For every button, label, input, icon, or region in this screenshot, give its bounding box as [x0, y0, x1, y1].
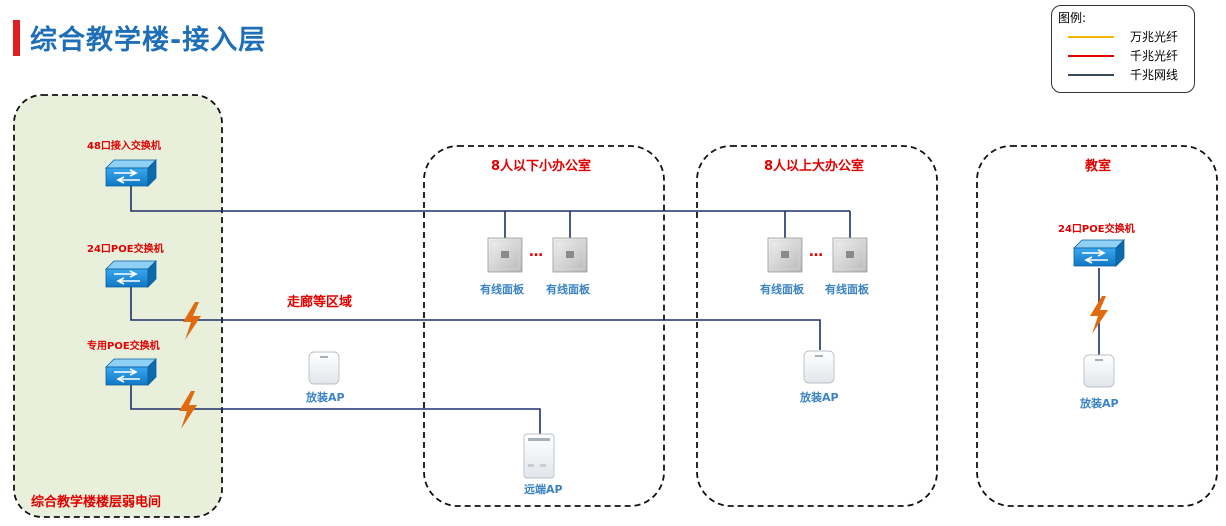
- wired-panel-icon-small-2: [552, 237, 588, 273]
- legend: 图例: 万兆光纤 千兆光纤 千兆网线: [1051, 5, 1195, 93]
- switch-icon-48-port: [105, 159, 157, 187]
- link-dedicated-poe-remote-ap: [130, 385, 541, 434]
- switch-icon-24-poe: [105, 260, 157, 288]
- remote-ap-icon: [523, 433, 555, 479]
- label-ap-classroom: 放装AP: [1080, 397, 1119, 410]
- legend-label-1g-copper: 千兆网线: [1130, 68, 1179, 82]
- wired-panel-icon-small-1: [487, 237, 523, 273]
- zone-small-office: [423, 145, 665, 507]
- ap-icon-large-office: [803, 350, 835, 384]
- label-zone-classroom: 教室: [1085, 159, 1112, 174]
- ellipsis-small-office: …: [529, 244, 543, 260]
- label-ap-remote: 远端AP: [524, 483, 563, 496]
- label-zone-large-office: 8人以上大办公室: [764, 159, 865, 174]
- page-title: 综合教学楼-接入层: [30, 25, 267, 56]
- label-wired-panel-large-1: 有线面板: [760, 283, 804, 296]
- link-switch48-panels: [130, 186, 851, 238]
- legend-item-10g-fiber: 万兆光纤: [1068, 28, 1194, 46]
- switch-icon-classroom: [1073, 239, 1125, 267]
- label-switch-48-port: 48口接入交换机: [87, 141, 161, 152]
- ap-icon-classroom: [1083, 354, 1115, 388]
- label-zone-wiring-closet: 综合教学楼楼层弱电间: [31, 495, 162, 510]
- label-ap-corridor: 放装AP: [306, 391, 345, 404]
- switch-icon-dedicated-poe: [105, 358, 157, 386]
- label-switch-dedicated-poe: 专用POE交换机: [87, 341, 160, 352]
- zone-wiring-closet: [13, 94, 223, 518]
- label-ap-large-office: 放装AP: [800, 391, 839, 404]
- wired-panel-icon-large-2: [832, 237, 868, 273]
- label-switch-classroom: 24口POE交换机: [1058, 224, 1135, 235]
- ellipsis-large-office: …: [809, 244, 823, 260]
- legend-label-10g-fiber: 万兆光纤: [1130, 30, 1179, 44]
- label-wired-panel-small-2: 有线面板: [546, 283, 590, 296]
- zone-classroom: [976, 145, 1218, 507]
- label-wired-panel-large-2: 有线面板: [825, 283, 869, 296]
- zone-large-office: [696, 145, 938, 507]
- wired-panel-icon-large-1: [767, 237, 803, 273]
- legend-swatch-1g-copper: [1068, 74, 1114, 76]
- legend-item-1g-copper: 千兆网线: [1068, 66, 1194, 84]
- label-switch-24-poe: 24口POE交换机: [87, 244, 164, 255]
- label-zone-corridor: 走廊等区域: [287, 295, 353, 310]
- label-wired-panel-small-1: 有线面板: [480, 283, 524, 296]
- title-accent-bar: [13, 20, 20, 56]
- ap-icon-corridor: [308, 351, 340, 385]
- legend-swatch-10g-fiber: [1068, 36, 1114, 38]
- legend-label-1g-fiber: 千兆光纤: [1130, 49, 1179, 63]
- label-zone-small-office: 8人以下小办公室: [491, 159, 592, 174]
- legend-item-1g-fiber: 千兆光纤: [1068, 47, 1194, 65]
- legend-swatch-1g-fiber: [1068, 55, 1114, 57]
- link-switch24poe-ap-large-office: [130, 287, 821, 350]
- legend-title: 图例:: [1058, 11, 1087, 25]
